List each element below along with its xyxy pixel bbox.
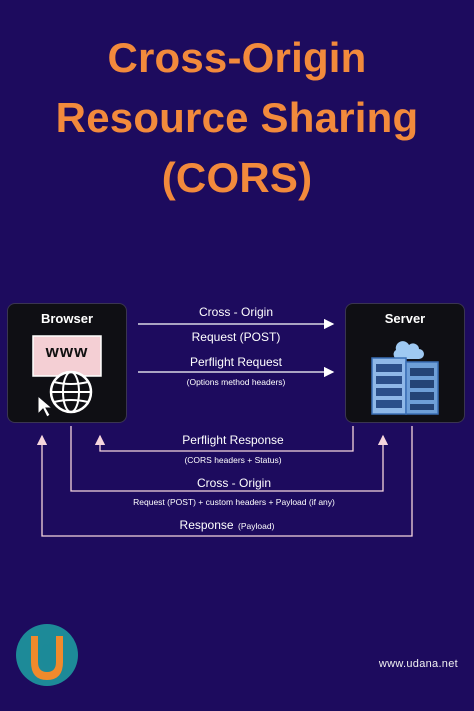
page-title: Cross-Origin Resource Sharing (CORS) [0, 28, 474, 208]
label-preflight-request: Perflight Request [189, 355, 283, 369]
label-cross-origin-post: Cross - Origin [196, 476, 271, 490]
browser-globe-icon [32, 335, 102, 418]
browser-box: Browser www [7, 303, 127, 423]
label-cross-origin-post-sub: Request (POST) + custom headers + Payloa… [133, 497, 335, 507]
browser-www-text: www [45, 342, 89, 361]
server-rack-icon [371, 341, 439, 415]
arrow-response [36, 426, 413, 537]
label-preflight-response-sub: (CORS headers + Status) [184, 455, 282, 465]
title-line-1: Cross-Origin [107, 34, 367, 81]
label-response-sub: (Payload) [238, 521, 275, 531]
label-response: Response (Payload) [42, 516, 412, 534]
arrow-cross-origin-post [70, 426, 389, 492]
title-line-2: Resource Sharing [55, 94, 419, 141]
label-response-main: Response [179, 518, 234, 532]
server-box: Server [345, 303, 465, 423]
label-cross-origin-line1: Cross - Origin [198, 305, 273, 319]
label-cross-origin-line2: Request (POST) [191, 330, 281, 344]
browser-label: Browser [40, 311, 94, 326]
title-line-3: (CORS) [161, 154, 313, 201]
server-label: Server [384, 311, 426, 326]
label-preflight-request-sub: (Options method headers) [186, 377, 286, 387]
label-preflight-response: Perflight Response [182, 433, 284, 447]
footer-url[interactable]: www.udana.net [378, 658, 458, 670]
arrow-preflight-response [94, 426, 354, 452]
